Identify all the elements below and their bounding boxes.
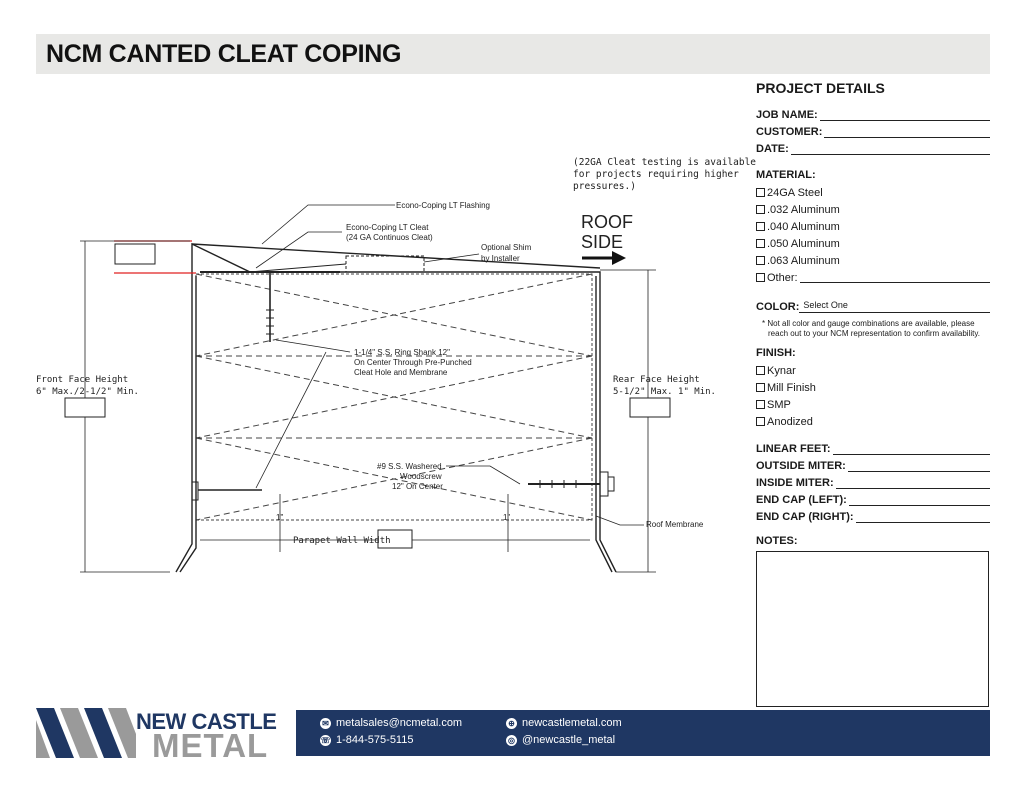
woodscrew-label-1: #9 S.S. Washered: [377, 462, 442, 471]
checkbox[interactable]: [756, 366, 765, 375]
material-050-aluminum[interactable]: .050 Aluminum: [756, 235, 990, 252]
material-other[interactable]: Other:: [756, 269, 990, 286]
front-face-input-box[interactable]: [64, 397, 106, 418]
roof-membrane-label: Roof Membrane: [646, 520, 704, 529]
material-032-aluminum[interactable]: .032 Aluminum: [756, 201, 990, 218]
left-woodscrew: [191, 481, 262, 501]
flashing-label: Econo-Coping LT Flashing: [396, 201, 490, 210]
checkbox[interactable]: [756, 417, 765, 426]
cleat: [249, 255, 425, 273]
cleat-label-2: (24 GA Continuos Cleat): [346, 233, 433, 242]
notes-label: NOTES:: [756, 535, 798, 547]
material-040-aluminum[interactable]: .040 Aluminum: [756, 218, 990, 235]
page-title: NCM CANTED CLEAT COPING: [46, 40, 402, 68]
ring-shank-fastener: [266, 272, 274, 342]
leader-lines: [255, 204, 644, 526]
roof-side-label-2: SIDE: [581, 232, 623, 252]
shim-label-1: Optional Shim: [481, 243, 532, 252]
contact-social[interactable]: ◎@newcastle_metal: [506, 734, 616, 746]
finish-mill[interactable]: Mill Finish: [756, 379, 990, 396]
woodscrew-label-2: Woodscrew: [400, 472, 442, 481]
front-face-height-box[interactable]: [114, 243, 156, 265]
rear-face-input-box[interactable]: [629, 397, 671, 418]
field-inside-miter[interactable]: INSIDE MITER:: [756, 472, 990, 489]
contact-phone[interactable]: ☏1-844-575-5115: [320, 734, 414, 746]
parapet-width-input-box[interactable]: [377, 529, 413, 549]
front-face-label-1: Front Face Height: [36, 375, 128, 385]
color-note: * Not all color and gauge combinations a…: [762, 319, 980, 338]
logo-text-newcastle: NEW CASTLE: [136, 709, 277, 734]
color-select[interactable]: COLOR:Select One: [756, 296, 990, 313]
field-date[interactable]: DATE:: [756, 138, 990, 155]
field-end-cap-right[interactable]: END CAP (RIGHT):: [756, 506, 990, 523]
field-outside-miter[interactable]: OUTSIDE MITER:: [756, 455, 990, 472]
coping-profile: [175, 242, 617, 573]
roof-side-arrow: [582, 251, 626, 265]
email-icon: ✉: [320, 717, 331, 729]
note-22ga-line3: pressures.): [573, 181, 636, 192]
project-details-heading: PROJECT DETAILS: [756, 80, 885, 96]
material-063-aluminum[interactable]: .063 Aluminum: [756, 252, 990, 269]
note-22ga-line1: (22GA Cleat testing is available: [573, 157, 756, 168]
dim-1in-left: 1": [276, 513, 283, 522]
checkbox[interactable]: [756, 383, 765, 392]
dim-1in-right: 1": [503, 513, 510, 522]
color-select-value[interactable]: Select One: [799, 300, 990, 313]
shim-label-2: by Installer: [481, 254, 520, 263]
field-end-cap-left[interactable]: END CAP (LEFT):: [756, 489, 990, 506]
ring-shank-label-3: Cleat Hole and Membrane: [354, 368, 448, 377]
rear-face-label-1: Rear Face Height: [613, 375, 700, 385]
checkbox[interactable]: [756, 400, 765, 409]
globe-icon: ⊕: [506, 717, 517, 729]
field-job-name[interactable]: JOB NAME:: [756, 104, 990, 121]
notes-textarea[interactable]: [756, 551, 989, 707]
contact-email[interactable]: ✉metalsales@ncmetal.com: [320, 717, 462, 729]
checkbox[interactable]: [756, 256, 765, 265]
checkbox[interactable]: [756, 205, 765, 214]
contact-website[interactable]: ⊕newcastlemetal.com: [506, 717, 622, 729]
rear-face-label-2: 5-1/2" Max. 1" Min.: [613, 387, 716, 397]
finish-anodized[interactable]: Anodized: [756, 413, 990, 430]
logo-text-metal: METAL: [152, 727, 269, 764]
note-22ga-line2: for projects requiring higher: [573, 169, 739, 180]
roof-side-label-1: ROOF: [581, 212, 633, 232]
dimension-lines: [80, 240, 656, 573]
ncm-logo-mark: [36, 708, 136, 758]
material-label: MATERIAL:: [756, 169, 816, 181]
footer-contact-bar: ✉metalsales@ncmetal.com ☏1-844-575-5115 …: [296, 710, 990, 756]
finish-label: FINISH:: [756, 347, 796, 359]
checkbox[interactable]: [756, 239, 765, 248]
right-woodscrew: [528, 471, 615, 497]
finish-smp[interactable]: SMP: [756, 396, 990, 413]
field-customer[interactable]: CUSTOMER:: [756, 121, 990, 138]
finish-kynar[interactable]: Kynar: [756, 362, 990, 379]
ring-shank-label-2: On Center Through Pre-Punched: [354, 358, 472, 367]
checkbox[interactable]: [756, 188, 765, 197]
ring-shank-label-1: 1-1/4" S.S. Ring Shank 12": [354, 348, 450, 357]
coping-detail-drawing: (22GA Cleat testing is available for pro…: [36, 157, 756, 573]
cleat-label-1: Econo-Coping LT Cleat: [346, 223, 429, 232]
front-face-label-2: 6" Max./2-1/2" Min.: [36, 387, 139, 397]
material-24ga-steel[interactable]: 24GA Steel: [756, 184, 990, 201]
woodscrew-label-3: 12" On Center: [392, 482, 443, 491]
field-linear-feet[interactable]: LINEAR FEET:: [756, 438, 990, 455]
checkbox[interactable]: [756, 222, 765, 231]
checkbox[interactable]: [756, 273, 765, 282]
parapet-width-label: Parapet Wall Width: [293, 536, 391, 546]
project-details-panel: PROJECT DETAILS JOB NAME: CUSTOMER: DATE…: [756, 80, 990, 707]
phone-icon: ☏: [320, 734, 331, 746]
title-bar: NCM CANTED CLEAT COPING: [36, 34, 990, 74]
instagram-icon: ◎: [506, 734, 517, 746]
